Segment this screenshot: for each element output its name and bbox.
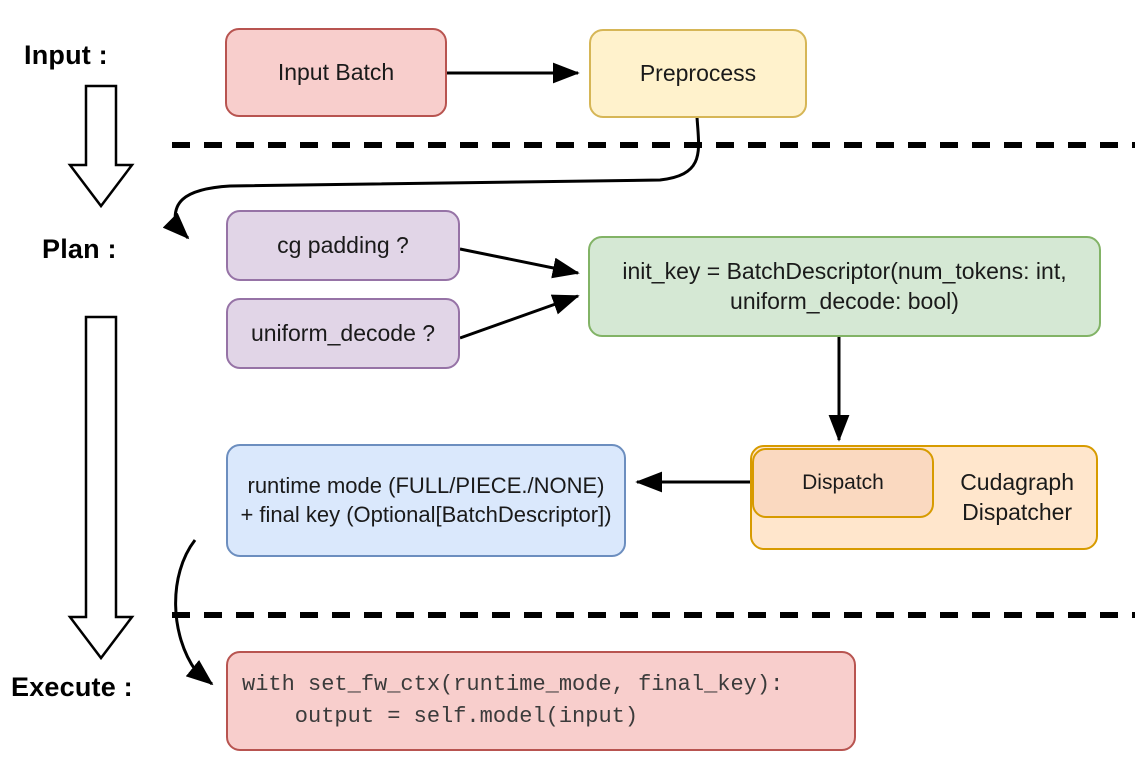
node-uniform-decode-label: uniform_decode ? bbox=[250, 319, 436, 346]
node-cudagraph-dispatcher-label: Cudagraph Dispatcher bbox=[960, 469, 1074, 525]
node-input-batch[interactable]: Input Batch bbox=[225, 28, 447, 117]
node-init-key-label: init_key = BatchDescriptor(num_tokens: i… bbox=[622, 258, 1067, 314]
node-preprocess-label: Preprocess bbox=[639, 59, 757, 86]
node-dispatch-label: Dispatch bbox=[802, 470, 884, 494]
block-arrow-input-to-plan bbox=[67, 84, 135, 209]
stage-label-plan: Plan : bbox=[42, 234, 117, 264]
node-cg-padding[interactable]: cg padding ? bbox=[226, 210, 460, 281]
stage-label-execute: Execute : bbox=[11, 672, 133, 702]
edge-uniform-decode-to-init-key bbox=[459, 294, 580, 340]
block-arrow-plan-to-execute bbox=[67, 315, 135, 661]
node-input-batch-label: Input Batch bbox=[277, 58, 395, 85]
node-runtime-mode-label: runtime mode (FULL/PIECE./NONE) + final … bbox=[240, 473, 612, 527]
node-preprocess[interactable]: Preprocess bbox=[589, 29, 807, 118]
stage-label-input: Input : bbox=[24, 40, 108, 70]
node-uniform-decode[interactable]: uniform_decode ? bbox=[226, 298, 460, 369]
edge-runtime-mode-to-execute-code bbox=[174, 539, 214, 686]
node-dispatch[interactable]: Dispatch bbox=[752, 448, 934, 518]
node-cg-padding-label: cg padding ? bbox=[277, 231, 409, 258]
edge-cg-padding-to-init-key bbox=[459, 247, 580, 279]
node-execute-code[interactable]: with set_fw_ctx(runtime_mode, final_key)… bbox=[226, 651, 856, 751]
node-runtime-mode[interactable]: runtime mode (FULL/PIECE./NONE) + final … bbox=[226, 444, 626, 557]
node-execute-code-label: with set_fw_ctx(runtime_mode, final_key)… bbox=[242, 672, 784, 729]
node-init-key[interactable]: init_key = BatchDescriptor(num_tokens: i… bbox=[588, 236, 1101, 337]
